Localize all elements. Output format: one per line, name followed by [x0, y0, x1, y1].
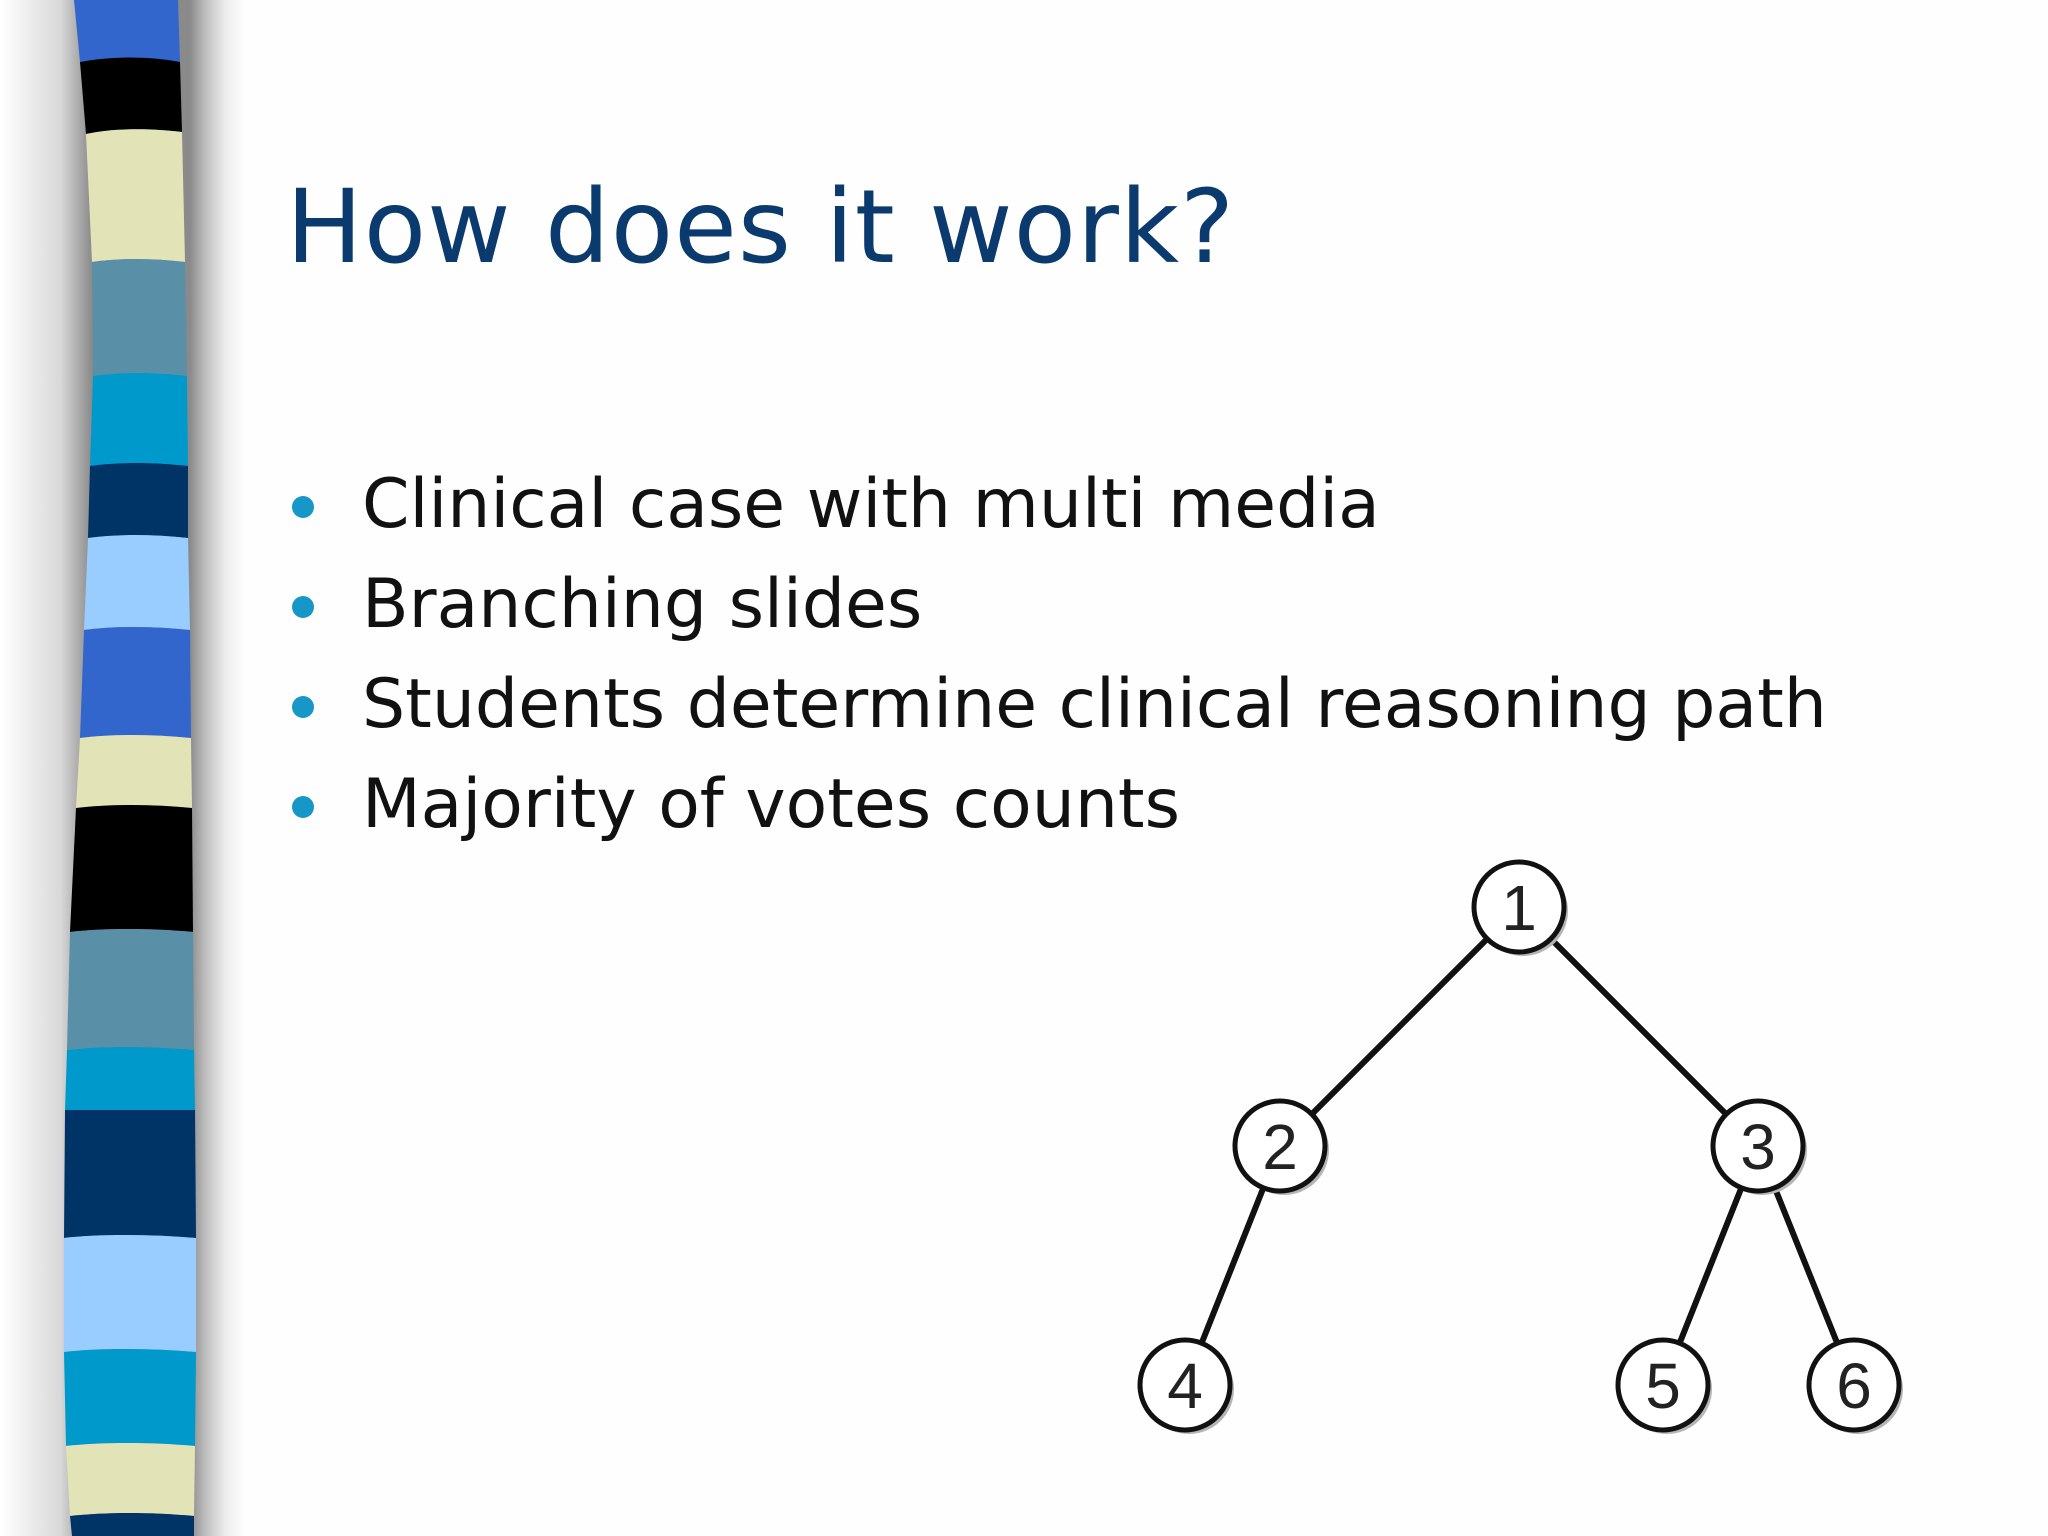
bullet-dot-icon	[292, 596, 314, 618]
stripe-segment	[80, 627, 191, 738]
stripe-segment	[70, 805, 193, 932]
stripe-segment	[88, 463, 188, 538]
tree-node-label: 6	[1836, 1350, 1872, 1422]
stripe-segment	[92, 259, 187, 376]
stripe-segment	[80, 57, 182, 134]
stripe-segment	[66, 1443, 195, 1516]
tree-node: 1	[1471, 859, 1568, 956]
tree-edge	[1277, 904, 1522, 1149]
bullet-text: Clinical case with multi media	[362, 465, 1380, 544]
bullet-dot-icon	[292, 696, 314, 718]
bullet-text: Students determine clinical reasoning pa…	[362, 665, 1827, 744]
tree-node: 6	[1806, 1337, 1903, 1434]
tree-edge	[1516, 904, 1761, 1149]
bullet-dot-icon	[292, 796, 314, 818]
stripe-segment	[74, 0, 180, 62]
tree-node: 5	[1615, 1337, 1712, 1434]
stripe-segment	[84, 535, 190, 630]
stripe-segment	[86, 129, 185, 262]
tree-node-label: 2	[1262, 1111, 1298, 1183]
stripe-segment	[67, 929, 194, 1050]
decorative-stripe-bar	[64, 0, 196, 1536]
tree-node-label: 4	[1167, 1350, 1203, 1422]
stripe-segment	[64, 1110, 196, 1238]
bullet-dot-icon	[292, 496, 314, 518]
bullet-text: Branching slides	[362, 565, 923, 644]
slide-title: How does it work?	[286, 168, 1236, 287]
tree-node: 3	[1710, 1098, 1807, 1195]
tree-node: 4	[1137, 1337, 1234, 1434]
tree-node-label: 1	[1501, 872, 1537, 944]
stripe-segment	[64, 1235, 196, 1352]
stripe-segment	[65, 1047, 195, 1110]
bullet-text: Majority of votes counts	[362, 765, 1181, 844]
stripe-segment	[64, 1349, 196, 1446]
stripe-segment	[90, 373, 188, 466]
stripe-segment	[70, 1513, 194, 1536]
tree-node-label: 5	[1645, 1350, 1681, 1422]
tree-node-label: 3	[1740, 1111, 1776, 1183]
tree-node: 2	[1232, 1098, 1329, 1195]
stripe-segment	[76, 735, 192, 808]
